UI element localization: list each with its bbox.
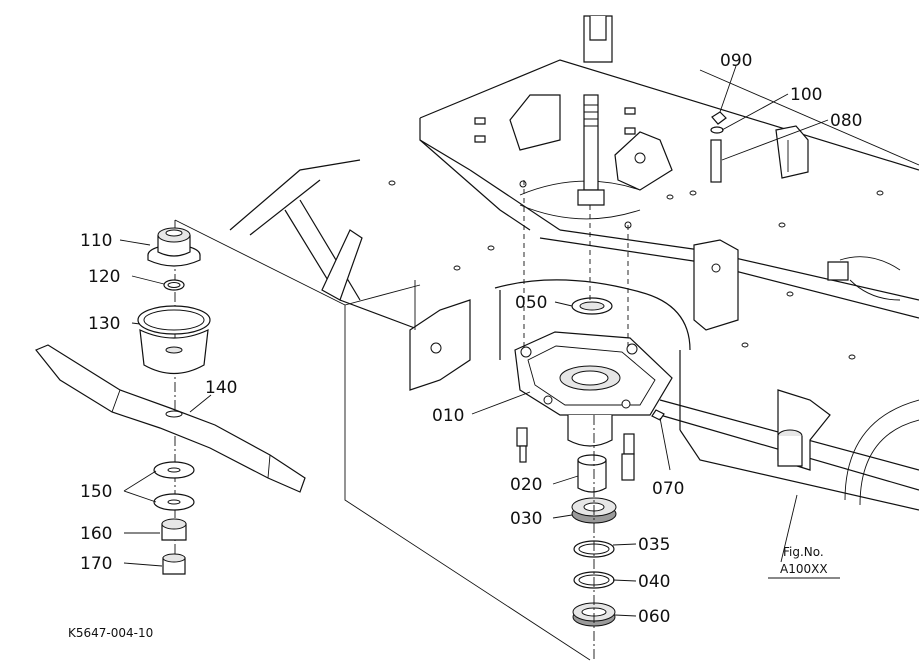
callout-040: 040	[638, 572, 670, 592]
deck-bracket-left	[321, 229, 471, 391]
callout-130: 130	[88, 314, 120, 334]
callout-160: 160	[80, 524, 112, 544]
callout-035: 035	[638, 535, 670, 555]
callout-labels: 110 120 130 140 150 160 170 050 010 020 …	[80, 51, 862, 627]
drawing-number: K5647-004-10	[68, 626, 153, 640]
fig-box-line1: Fig.No.	[783, 545, 824, 559]
spindle-upper-assembly	[474, 15, 673, 229]
callout-060: 060	[638, 607, 670, 627]
construction-lines	[174, 219, 591, 661]
pin-assembly	[699, 69, 919, 183]
spindle-exploded-parts	[514, 297, 673, 627]
callout-010: 010	[432, 406, 464, 426]
callout-030: 030	[510, 509, 542, 529]
callout-080: 080	[830, 111, 862, 131]
callout-020: 020	[510, 475, 542, 495]
callout-050: 050	[515, 293, 547, 313]
callout-090: 090	[720, 51, 752, 71]
callout-070: 070	[652, 479, 684, 499]
blade-stack	[35, 227, 306, 575]
callout-110: 110	[80, 231, 112, 251]
fig-box-line2: A100XX	[780, 562, 828, 576]
callout-150: 150	[80, 482, 112, 502]
deck-bracket-right	[693, 239, 849, 471]
callout-100: 100	[790, 85, 822, 105]
callout-170: 170	[80, 554, 112, 574]
leader-lines	[119, 65, 829, 617]
alignment-lines	[174, 180, 629, 660]
callout-120: 120	[88, 267, 120, 287]
callout-140: 140	[205, 378, 237, 398]
